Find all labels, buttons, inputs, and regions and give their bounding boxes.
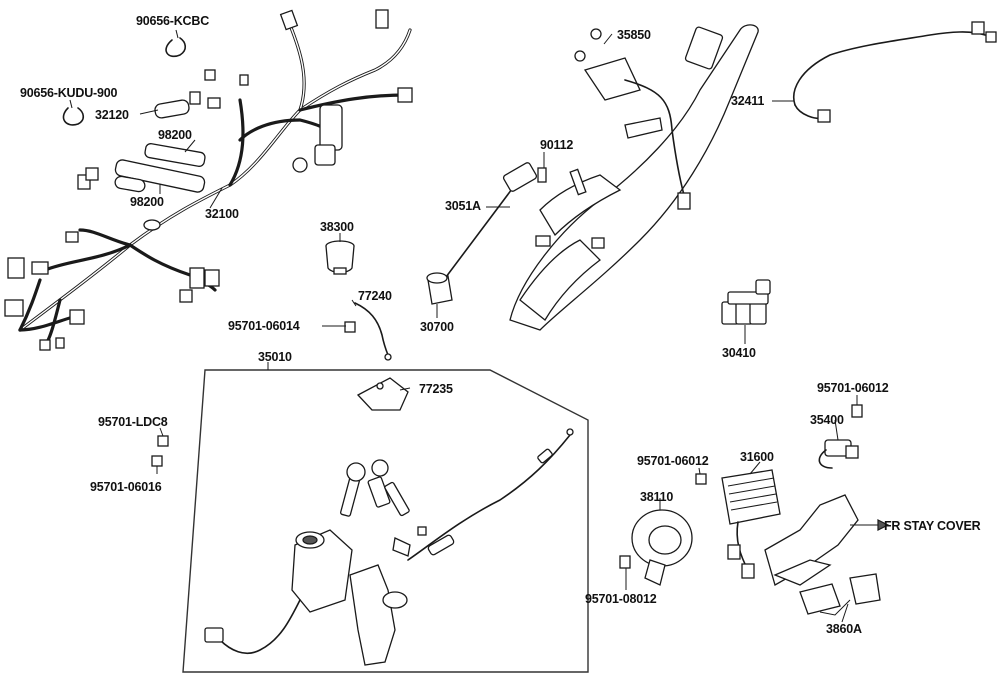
part-35850 xyxy=(574,28,691,210)
keys xyxy=(340,459,410,517)
label-77235: 77235 xyxy=(419,382,453,396)
label-98200-lower: 98200 xyxy=(130,195,164,209)
label-31600: 31600 xyxy=(740,450,774,464)
wire-harness xyxy=(4,9,413,351)
ignition-switch xyxy=(204,529,353,655)
harness-covers xyxy=(114,99,206,193)
part-90112 xyxy=(537,167,547,183)
label-98200-upper: 98200 xyxy=(158,128,192,142)
label-fr-stay-cover: FR STAY COVER xyxy=(884,519,981,533)
part-30410 xyxy=(721,279,771,325)
part-3051a xyxy=(426,162,538,305)
part-77240 xyxy=(344,302,392,361)
label-77240: 77240 xyxy=(358,289,392,303)
label-3860a: 3860A xyxy=(826,622,862,636)
part-32411 xyxy=(793,21,997,123)
label-35400: 35400 xyxy=(810,413,844,427)
band-clips xyxy=(62,37,187,126)
leader-lines xyxy=(69,29,858,623)
part-35400 xyxy=(818,404,863,469)
part-3860a xyxy=(799,573,881,616)
part-38110 xyxy=(619,509,693,586)
label-90112: 90112 xyxy=(540,138,574,152)
label-38300: 38300 xyxy=(320,220,354,234)
label-95701-08012: 95701-08012 xyxy=(585,592,657,606)
label-90656-kudu-900: 90656-KUDU-900 xyxy=(20,86,118,100)
label-3051a: 3051A xyxy=(445,199,481,213)
label-32411: 32411 xyxy=(731,94,765,108)
label-30700: 30700 xyxy=(420,320,454,334)
part-77235 xyxy=(356,377,409,411)
label-35850: 35850 xyxy=(617,28,651,42)
seat-lock-cable xyxy=(392,428,574,561)
fr-stay-bracket xyxy=(764,494,890,586)
label-38110: 38110 xyxy=(640,490,674,504)
label-95701-06014: 95701-06014 xyxy=(228,319,300,333)
label-95701-06012-right: 95701-06012 xyxy=(817,381,889,395)
label-95701-06012-left: 95701-06012 xyxy=(637,454,709,468)
part-31600 xyxy=(695,469,781,579)
label-90656-kcbc: 90656-KCBC xyxy=(136,14,210,28)
label-32100: 32100 xyxy=(205,207,239,221)
frame-stem xyxy=(509,24,759,331)
lock-set-frame xyxy=(182,369,589,673)
label-95701-ldc8: 95701-LDC8 xyxy=(98,415,168,429)
label-95701-06016: 95701-06016 xyxy=(90,480,162,494)
label-32120: 32120 xyxy=(95,108,129,122)
label-30410: 30410 xyxy=(722,346,756,360)
seat-lock xyxy=(349,564,408,666)
label-35010: 35010 xyxy=(258,350,292,364)
part-38300 xyxy=(325,240,355,275)
